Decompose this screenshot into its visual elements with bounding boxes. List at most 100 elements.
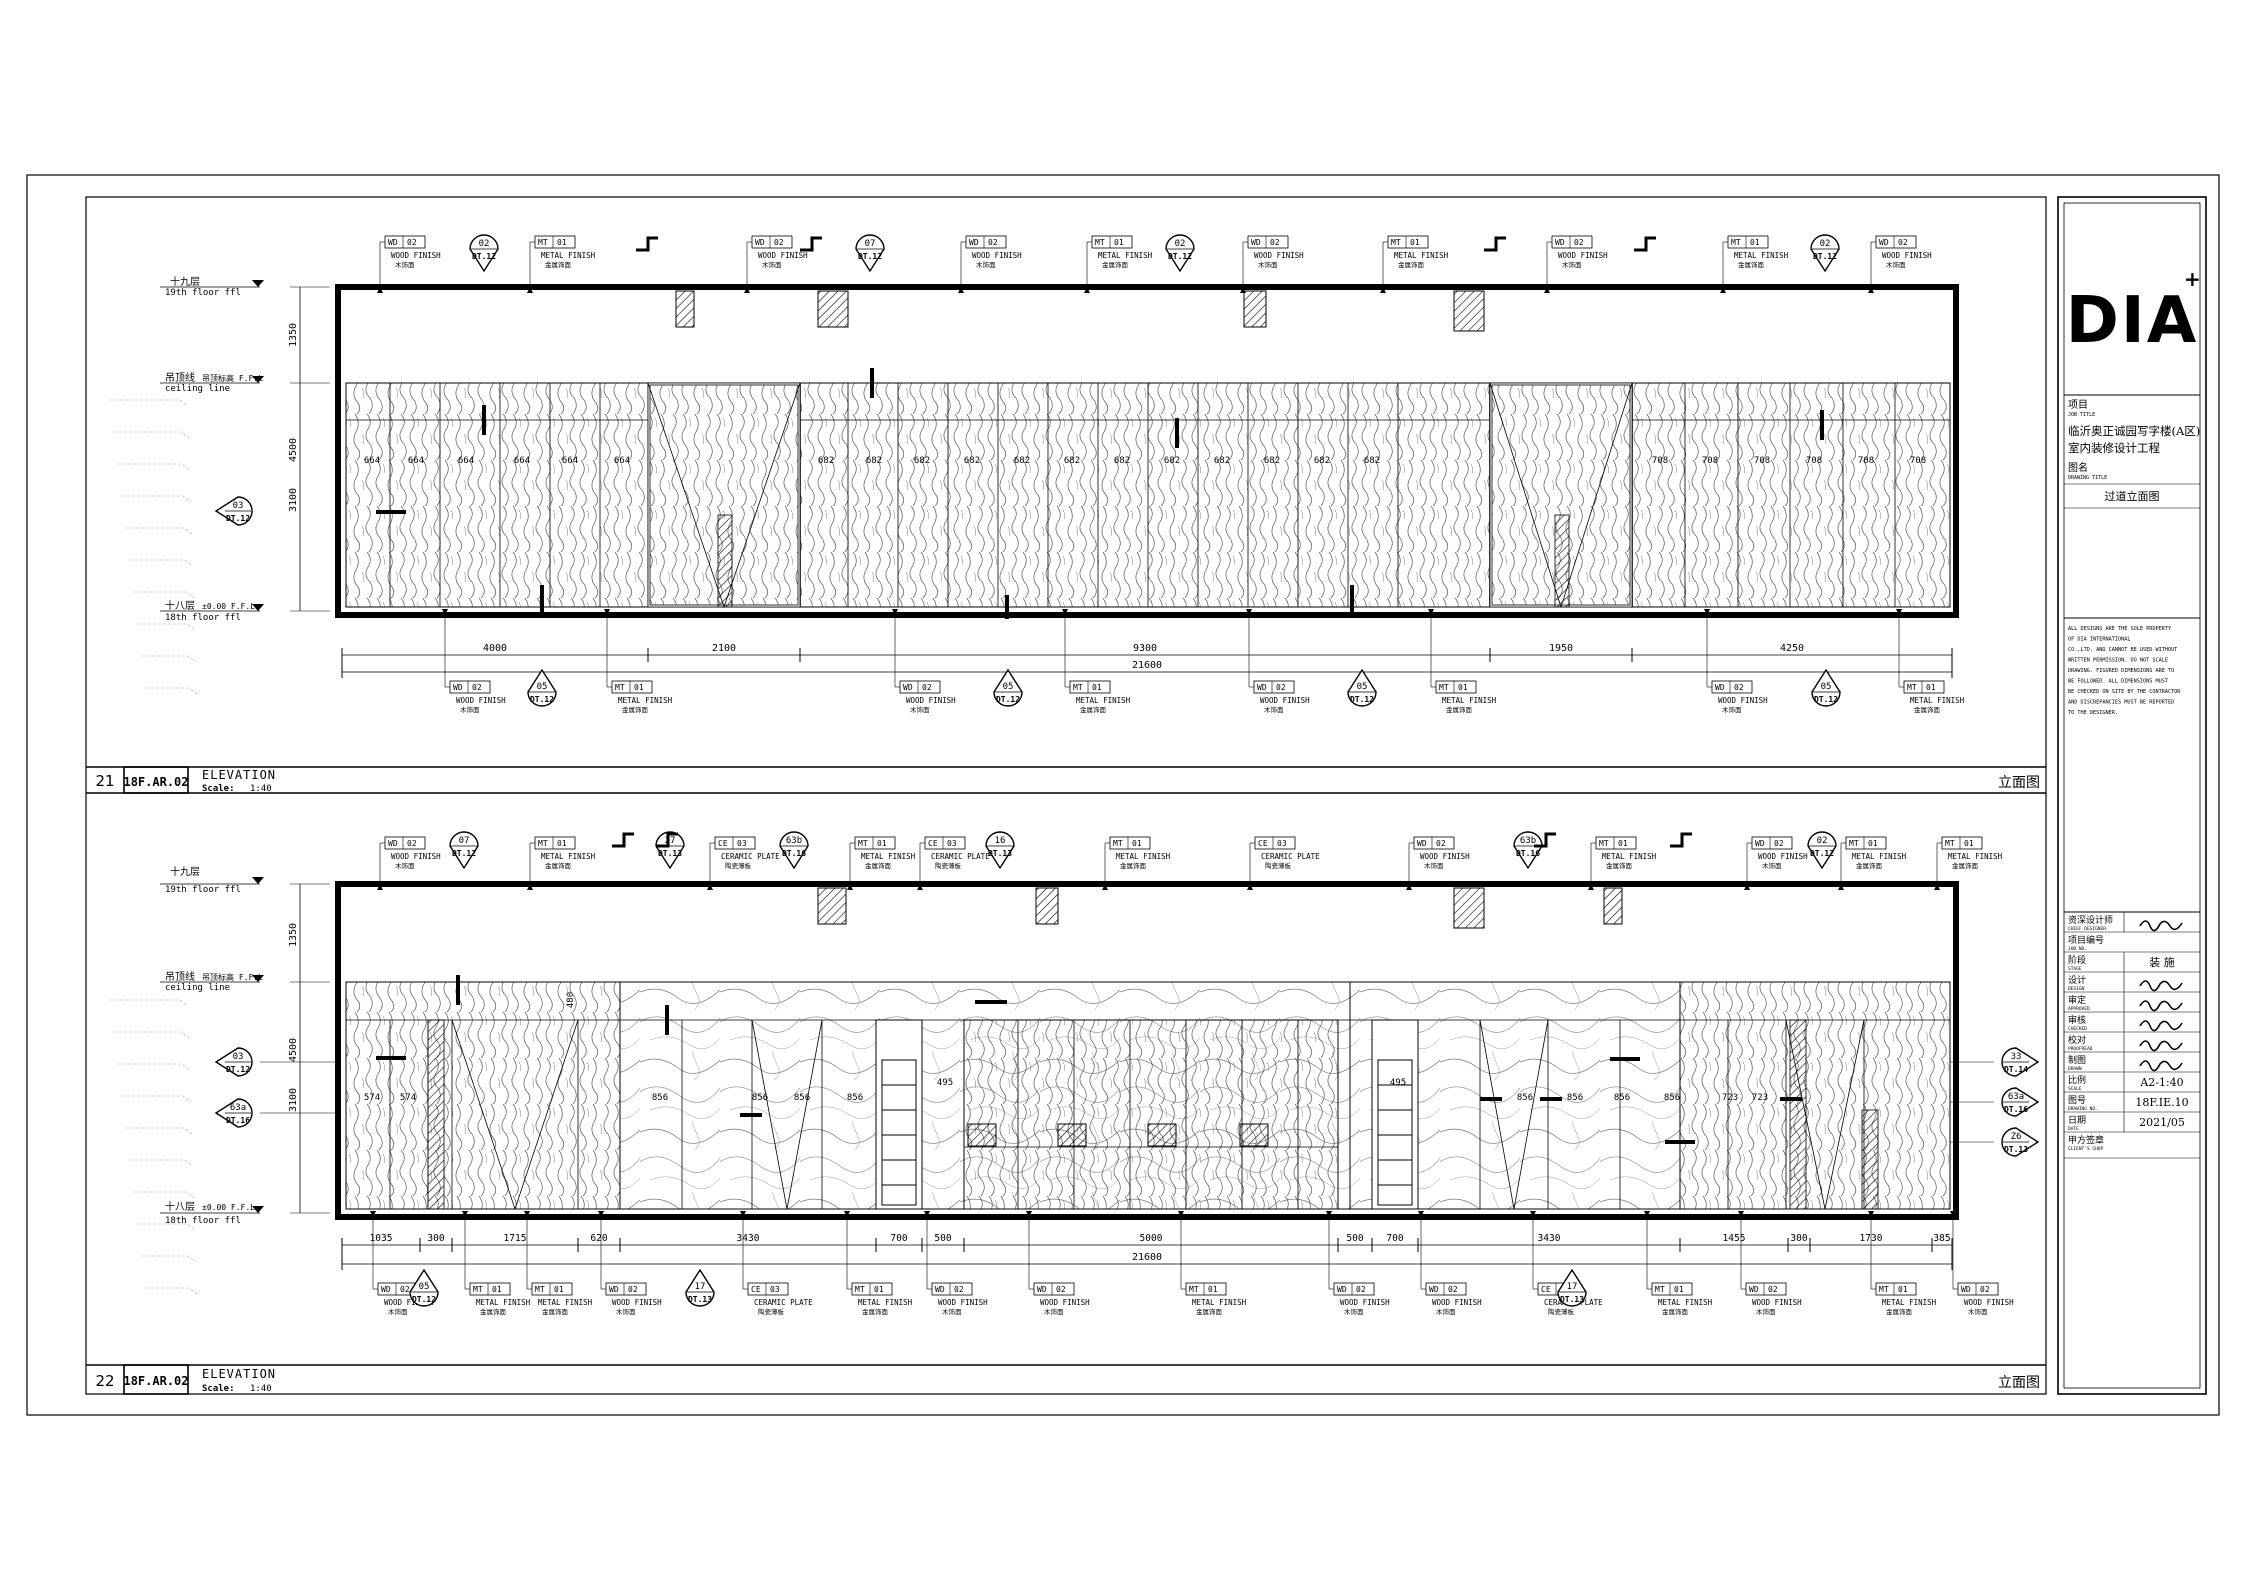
panel-width: 708 — [1910, 456, 1926, 466]
bubble-num: 63b — [1520, 836, 1536, 846]
tag-num: 02 — [774, 238, 784, 247]
panel-width: 723 — [1722, 1093, 1738, 1103]
signature-mark — [2139, 920, 2183, 932]
panel-width: 682 — [1314, 456, 1330, 466]
handles — [376, 368, 1824, 619]
panel-width: 682 — [1264, 456, 1280, 466]
bubble-num: 05 — [1003, 682, 1014, 692]
door-leaves — [427, 1019, 1879, 1210]
tag-code: WD — [388, 839, 398, 848]
row-label-cn: 比例 — [2068, 1074, 2086, 1086]
tag-cn: 金属饰面 — [542, 1307, 569, 1316]
tag-code: WD — [388, 238, 398, 247]
row-label-en: JOB NO. — [2068, 946, 2087, 952]
tag-en: WOOD FINISH — [1718, 696, 1768, 705]
panel-width: 682 — [1064, 456, 1080, 466]
tag-num: 02 — [1980, 1285, 1990, 1294]
leader-line — [122, 1095, 192, 1103]
tag-cn: 木饰面 — [395, 861, 415, 870]
outer-border — [26, 174, 2220, 1416]
tag-cn: 金属饰面 — [545, 260, 572, 269]
panel-width: 856 — [1517, 1093, 1533, 1103]
tag-en: METAL FINISH — [1076, 696, 1131, 705]
panel-width: 664 — [408, 456, 424, 466]
tag-cn: 木饰面 — [1264, 705, 1284, 714]
tag-cn: 金属饰面 — [1856, 861, 1883, 870]
dim-segment: 700 — [1386, 1233, 1403, 1244]
bubble-ref: DT.16 — [226, 1116, 250, 1125]
tag-en: WOOD FINISH — [1558, 251, 1608, 260]
panel-width: 664 — [458, 456, 474, 466]
tag-cn: 陶瓷薄板 — [725, 861, 752, 870]
tag-code: WD — [1749, 1285, 1759, 1294]
vdim-3: 3100 — [288, 488, 299, 512]
tag-num: 01 — [877, 839, 887, 848]
bubble-ref: DT.12 — [226, 1065, 250, 1074]
bubble-ref: DT.12 — [1168, 252, 1192, 261]
leader-line — [118, 1063, 191, 1071]
tag-code: CE — [928, 839, 938, 848]
leader-line — [110, 999, 189, 1007]
tag-code: WD — [1879, 238, 1889, 247]
tag-cn: 木饰面 — [976, 260, 996, 269]
tag-code: WD — [609, 1285, 619, 1294]
tag-num: 02 — [1436, 839, 1446, 848]
row-label-en: CLIENT'S CHOP — [2068, 1146, 2104, 1152]
bubble-num: 05 — [537, 682, 548, 692]
tag-code: MT — [1599, 839, 1609, 848]
dim-segment: 385 — [1933, 1233, 1950, 1244]
tag-code: WD — [935, 1285, 945, 1294]
leader-line — [138, 623, 196, 631]
tag-code: WD — [1429, 1285, 1439, 1294]
row-label-en: DATE — [2068, 1126, 2079, 1132]
tag-cn: 木饰面 — [762, 260, 782, 269]
tag-en: METAL FINISH — [1658, 1298, 1713, 1307]
detail-bubbles-top: 07DT.1227DT.1363bDT.1616DT.1363bDT.1602D… — [449, 831, 1837, 870]
tag-num: 01 — [1868, 839, 1878, 848]
tag-en: WOOD FINISH — [938, 1298, 988, 1307]
tag-num: 02 — [472, 683, 482, 692]
dim-segment: 1035 — [370, 1233, 393, 1244]
tag-en: METAL FINISH — [1882, 1298, 1937, 1307]
tag-en: METAL FINISH — [1394, 251, 1449, 260]
tag-cn: 木饰面 — [910, 705, 930, 714]
bubble-ref: DT.16 — [1516, 849, 1540, 858]
bubble-num: Z6 — [2011, 1132, 2022, 1142]
tag-code: WD — [1555, 238, 1565, 247]
tag-code: WD — [1961, 1285, 1971, 1294]
tag-en: METAL FINISH — [1442, 696, 1497, 705]
bubble-ref: DT.12 — [412, 1295, 436, 1304]
row-label-cn: 甲方签章 — [2068, 1134, 2104, 1146]
section-marker — [612, 832, 634, 848]
level-19-cn: 十九层 — [170, 275, 200, 288]
tag-cn: 木饰面 — [1258, 260, 1278, 269]
leader-line — [118, 463, 191, 471]
tag-cn: 金属饰面 — [545, 861, 572, 870]
tag-en: METAL FINISH — [1910, 696, 1965, 705]
level-ceiling-en: ceiling line — [165, 384, 230, 394]
tag-num: 01 — [554, 1285, 564, 1294]
panel-ref: 18F.AR.02 — [123, 775, 188, 789]
tag-code: MT — [1879, 1285, 1889, 1294]
dim-2: 2100 — [712, 643, 736, 654]
panel-width: 708 — [1806, 456, 1822, 466]
